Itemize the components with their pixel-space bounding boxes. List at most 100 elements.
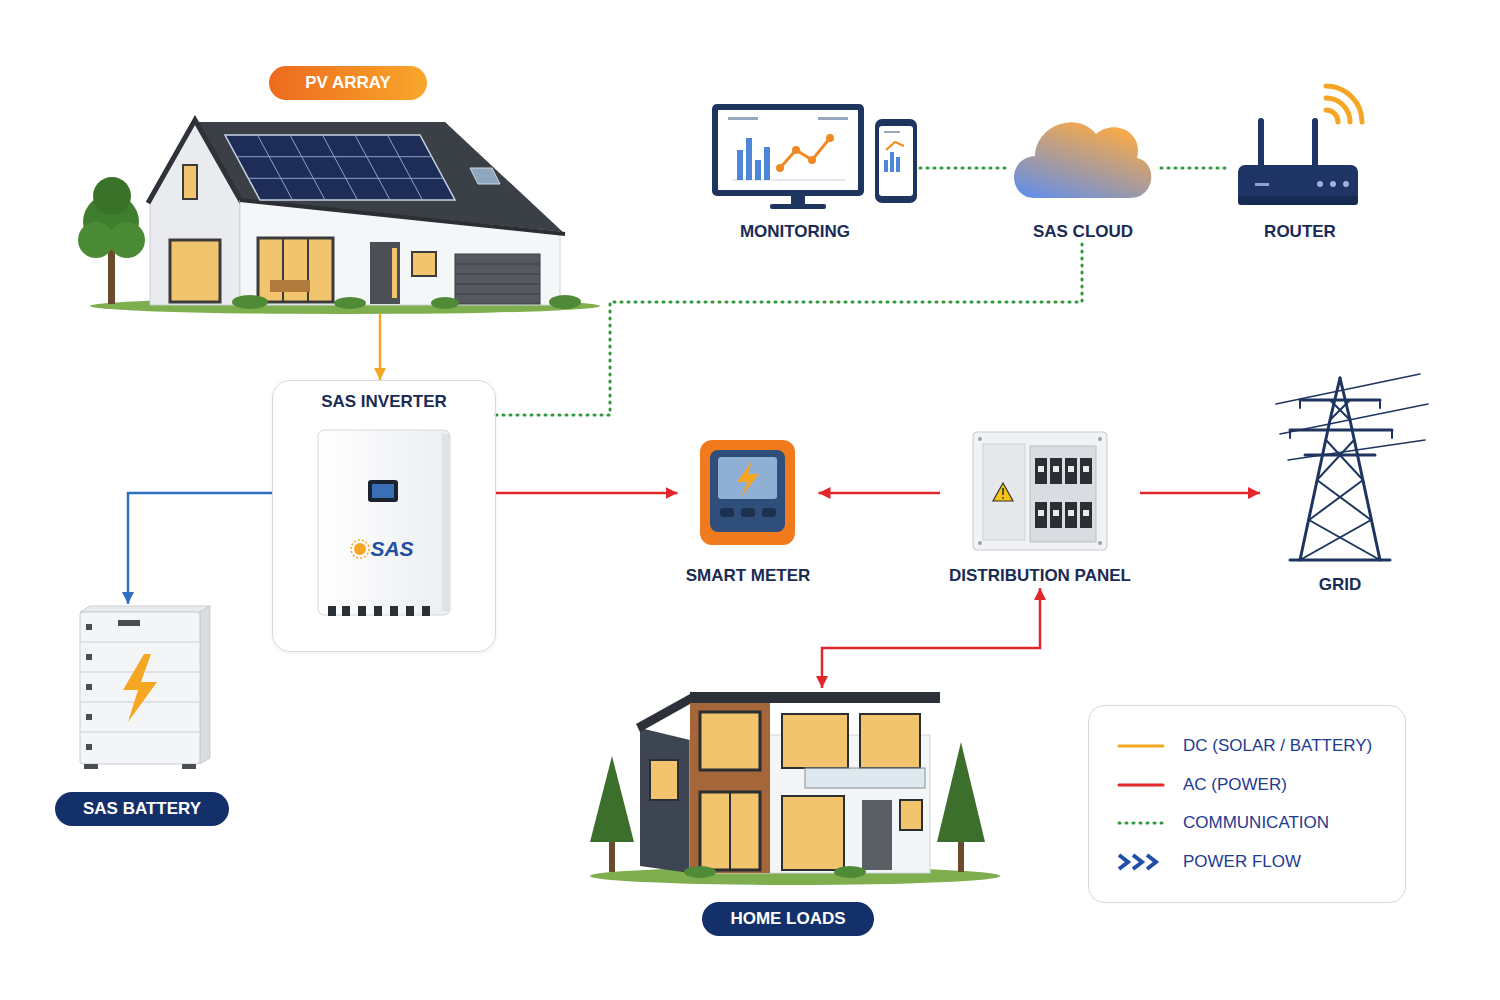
router-icon-part xyxy=(1238,196,1358,205)
home-house-illustration-part xyxy=(729,792,731,870)
pv-house-illustration-part xyxy=(240,200,565,234)
home-house-illustration-part xyxy=(690,692,940,703)
distribution-panel-icon-part xyxy=(1030,446,1096,542)
connector-group xyxy=(128,168,1260,688)
monitoring-icons-part xyxy=(755,160,761,180)
battery-icon-part-part xyxy=(182,764,196,769)
battery-icon-part xyxy=(123,654,157,722)
power-connector xyxy=(822,588,1040,688)
smart-meter-node: SMART METER xyxy=(678,436,819,588)
distribution-panel-icon-part-part xyxy=(1065,458,1077,484)
pv-house-illustration-part xyxy=(93,177,131,215)
component-label: SMART METER xyxy=(686,566,811,586)
battery-icon-part-part xyxy=(80,732,200,733)
pv-house-illustration-part xyxy=(270,280,310,292)
distribution-panel-icon-part xyxy=(1098,541,1102,545)
home-house-illustration-part xyxy=(700,712,760,770)
home-house-illustration-part xyxy=(690,700,770,873)
home-house-illustration-part xyxy=(937,742,985,842)
grid-node: GRID xyxy=(1260,375,1420,597)
battery-icon-part-part xyxy=(86,714,92,720)
monitoring-icons-part xyxy=(808,156,816,164)
pv-house-illustration-part xyxy=(455,254,540,304)
monitoring-icons-part xyxy=(728,117,758,120)
inverter-device-part-part xyxy=(358,606,366,616)
pv-house-illustration-part xyxy=(470,168,500,184)
grid-tower-icon-part-part xyxy=(1326,440,1363,480)
inverter-device-part-part xyxy=(328,606,336,616)
home-house-illustration-part xyxy=(782,714,848,768)
power-connector xyxy=(1140,492,1260,495)
grid-tower-icon-part-part xyxy=(1330,400,1350,420)
pv-house-illustration-part-part xyxy=(237,156,432,157)
router-icon-part xyxy=(1326,86,1362,122)
pv-house-illustration-part xyxy=(170,240,220,302)
inverter-device-part-part xyxy=(390,606,398,616)
pv-array-node: PV ARRAY xyxy=(90,62,606,314)
router-icon-part-part xyxy=(1326,86,1362,122)
distribution-panel-icon-part-part xyxy=(1035,502,1047,528)
grid-tower-icon-part-part xyxy=(1289,430,1291,438)
distribution-panel-icon-part-part xyxy=(1083,466,1089,472)
distribution-panel-icon-part-part xyxy=(1053,510,1059,516)
grid-tower-icon-part xyxy=(1276,374,1428,460)
monitoring-icons-part xyxy=(764,147,770,180)
home-house-illustration-part xyxy=(590,756,634,842)
router-icon-part xyxy=(1238,165,1358,205)
legend-text: POWER FLOW xyxy=(1183,852,1301,872)
legend-sample xyxy=(1117,850,1167,874)
pv-house-illustration-part xyxy=(431,297,459,309)
grid-tower-icon-part-part xyxy=(1317,440,1354,480)
pv-house-illustration-part-part xyxy=(258,135,293,200)
inverter-box: SAS INVERTER xyxy=(272,380,496,652)
component-label: ROUTER xyxy=(1264,222,1336,242)
grid-tower-icon-part xyxy=(1290,400,1392,560)
smart-meter-icon-part xyxy=(741,508,755,517)
router-icon-part-part xyxy=(1326,98,1350,122)
pv-house-illustration-part-part xyxy=(290,135,325,200)
monitoring-icons-part xyxy=(884,160,888,172)
battery-icon-part-part xyxy=(118,620,140,626)
communication-link xyxy=(1161,167,1230,170)
distribution-panel-icon-part xyxy=(973,432,1107,550)
monitoring-icons-part xyxy=(737,150,743,180)
pill-label: HOME LOADS xyxy=(702,902,873,936)
router-node: ROUTER xyxy=(1230,78,1370,244)
communication-link xyxy=(496,244,1082,415)
grid-tower-icon-part-part xyxy=(1330,400,1350,420)
distribution-panel-icon-part-part xyxy=(1068,466,1074,472)
power-connector xyxy=(128,493,272,604)
router-icon-part xyxy=(1258,118,1264,170)
battery-icon-part-part xyxy=(86,624,92,630)
monitoring-icons xyxy=(712,104,917,209)
legend-line-sample xyxy=(1119,745,1163,748)
grid-tower-icon-part-part xyxy=(1300,520,1371,560)
pv-house-illustration-part-part xyxy=(388,135,423,200)
distribution-panel-icon xyxy=(973,432,1107,550)
legend-chevron-sample xyxy=(1147,855,1156,869)
component-label: SAS CLOUD xyxy=(1033,222,1133,242)
legend-chevron-sample xyxy=(1119,855,1128,869)
pv-house-illustration-part xyxy=(78,222,114,258)
home-house-illustration-part xyxy=(834,866,866,878)
distribution-panel-icon-part xyxy=(1035,458,1092,528)
smart-meter-icon-part xyxy=(700,440,795,545)
legend-row: POWER FLOW xyxy=(1089,849,1405,875)
pv-house-illustration-part-part xyxy=(355,135,390,200)
monitoring-icons-part xyxy=(879,126,913,196)
grid-tower-icon-part-part xyxy=(1379,400,1381,408)
power-connector xyxy=(379,314,382,380)
battery-icon-part-part xyxy=(84,764,98,769)
grid-tower-icon-part-part xyxy=(1317,480,1371,520)
grid-tower-icon-part-part xyxy=(1309,480,1363,520)
home-house-illustration-part xyxy=(805,768,925,788)
grid-tower-icon-part-part xyxy=(1290,559,1390,562)
grid-tower-icon-part-part xyxy=(1300,399,1380,402)
inverter-device-part-part xyxy=(342,606,350,616)
home-house-illustration-part xyxy=(782,796,844,870)
home-house-illustration-part xyxy=(700,792,760,870)
inverter-device-part xyxy=(442,434,449,611)
distribution-panel-icon-part xyxy=(978,437,982,441)
distribution-panel-icon-part-part xyxy=(1038,466,1044,472)
pv-house-illustration-part xyxy=(307,238,309,302)
